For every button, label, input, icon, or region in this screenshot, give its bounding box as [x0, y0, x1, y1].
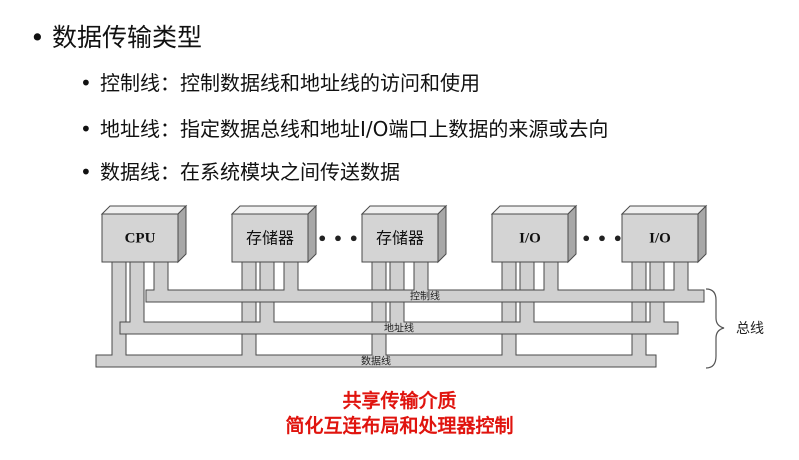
- module-top-face: [100, 205, 188, 215]
- module-front-face: [361, 213, 439, 263]
- bullet-dot: •: [80, 71, 92, 95]
- module-side-face: [307, 204, 317, 264]
- module-2: 存储器: [230, 204, 318, 264]
- module-top-face: [360, 205, 448, 215]
- module-label: CPU: [125, 230, 156, 246]
- module-label: 存储器: [246, 229, 294, 248]
- ellipsis-2: • • •: [581, 230, 623, 249]
- module-front-face: [231, 213, 309, 263]
- address-line-fill: [120, 322, 678, 334]
- bullet-term: 控制线: [100, 71, 160, 95]
- module-front-face: [491, 213, 569, 263]
- bullet-sep: ：: [160, 160, 180, 184]
- data-connector: [371, 260, 387, 362]
- bullet-level1: •数据传输类型: [30, 22, 202, 54]
- data-line-label: 数据线: [361, 355, 391, 368]
- bullet-sep: ：: [160, 117, 180, 141]
- data-connector: [501, 260, 517, 362]
- module-label: I/O: [519, 230, 541, 246]
- address-connector: [129, 260, 145, 329]
- data-connector: [631, 260, 647, 362]
- module-side-face: [567, 204, 577, 264]
- bus-label: 总线: [736, 321, 764, 337]
- data-connector: [241, 260, 257, 362]
- module-1: CPU: [100, 204, 188, 264]
- module-front-face: [101, 213, 179, 263]
- bullet-dot: •: [30, 23, 45, 52]
- bullet-term: 数据线: [100, 160, 160, 184]
- ellipsis-1: • • •: [317, 230, 359, 249]
- address-line-label: 地址线: [384, 322, 414, 335]
- data-line-fill: [96, 355, 656, 367]
- caption-line-1: 共享传输介质: [342, 390, 457, 412]
- module-side-face: [177, 204, 187, 264]
- module-side-face: [697, 204, 707, 264]
- module-label: 存储器: [376, 229, 424, 248]
- module-4: I/O: [490, 204, 578, 264]
- module-side-face: [437, 204, 447, 264]
- bullet-dot: •: [80, 160, 92, 184]
- bullet-term: 地址线: [100, 117, 160, 141]
- data-connector: [111, 260, 127, 362]
- bullet-desc: 在系统模块之间传送数据: [180, 160, 400, 184]
- module-3: 存储器: [360, 204, 448, 264]
- caption-line-2: 简化互连布局和处理器控制: [285, 415, 514, 437]
- control-bus: 控制线: [145, 260, 705, 303]
- control-line-fill: [146, 290, 704, 302]
- bullet-item-control: • 控制线：控制数据线和地址线的访问和使用: [80, 69, 480, 97]
- bullet-desc: 控制数据线和地址线的访问和使用: [180, 71, 480, 95]
- module-top-face: [620, 205, 708, 215]
- bus-brace: [705, 288, 725, 369]
- bullet-dot: •: [80, 117, 92, 141]
- bullet-desc: 指定数据总线和地址I/O端口上数据的来源或去向: [180, 117, 609, 141]
- control-line-label: 控制线: [410, 290, 440, 303]
- bullet-sep: ：: [160, 71, 180, 95]
- modules: CPU 存储器 存储器 I/O I/O: [100, 204, 708, 264]
- module-label: I/O: [649, 230, 671, 246]
- module-5: I/O: [620, 204, 708, 264]
- module-top-face: [490, 205, 578, 215]
- bullet-heading: 数据传输类型: [52, 23, 203, 52]
- bullet-item-data: • 数据线：在系统模块之间传送数据: [80, 158, 400, 186]
- module-front-face: [621, 213, 699, 263]
- bullet-item-address: • 地址线：指定数据总线和地址I/O端口上数据的来源或去向: [80, 115, 608, 143]
- data-bus: 数据线: [95, 260, 657, 368]
- module-top-face: [230, 205, 318, 215]
